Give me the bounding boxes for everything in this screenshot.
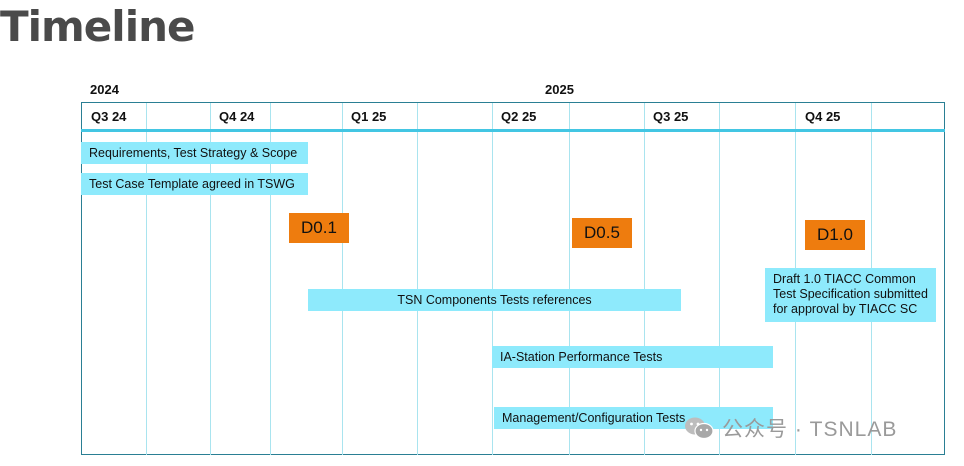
year-label-2025: 2025 — [545, 82, 574, 97]
task-test-case-template: Test Case Template agreed in TSWG — [81, 173, 308, 195]
quarter-label-q4-24: Q4 24 — [219, 109, 255, 124]
task-ia-station: IA-Station Performance Tests — [492, 346, 773, 368]
grid-line — [417, 103, 418, 455]
task-tsn-components: TSN Components Tests references — [308, 289, 681, 311]
grid-line — [210, 103, 211, 455]
year-label-2024: 2024 — [90, 82, 119, 97]
grid-line — [146, 103, 147, 455]
wechat-icon — [684, 416, 714, 440]
grid-line — [644, 103, 645, 455]
task-requirements: Requirements, Test Strategy & Scope — [81, 142, 308, 164]
quarter-label-q3-24: Q3 24 — [91, 109, 127, 124]
grid-line — [569, 103, 570, 455]
watermark: 公众号 · TSNLAB — [684, 413, 897, 443]
quarter-label-q4-25: Q4 25 — [805, 109, 841, 124]
timeline-frame — [81, 102, 945, 455]
header-divider — [81, 129, 945, 132]
milestone-d1-0: D1.0 — [805, 220, 865, 250]
watermark-text: 公众号 · TSNLAB — [722, 418, 898, 441]
milestone-d0-1: D0.1 — [289, 213, 349, 243]
page-title: Timeline — [0, 2, 195, 51]
quarter-label-q2-25: Q2 25 — [501, 109, 537, 124]
task-draft-submission: Draft 1.0 TIACC Common Test Specificatio… — [765, 268, 936, 322]
grid-line — [270, 103, 271, 455]
quarter-label-q1-25: Q1 25 — [351, 109, 387, 124]
quarter-label-q3-25: Q3 25 — [653, 109, 689, 124]
grid-line — [719, 103, 720, 455]
grid-line — [492, 103, 493, 455]
grid-line — [342, 103, 343, 455]
milestone-d0-5: D0.5 — [572, 218, 632, 248]
